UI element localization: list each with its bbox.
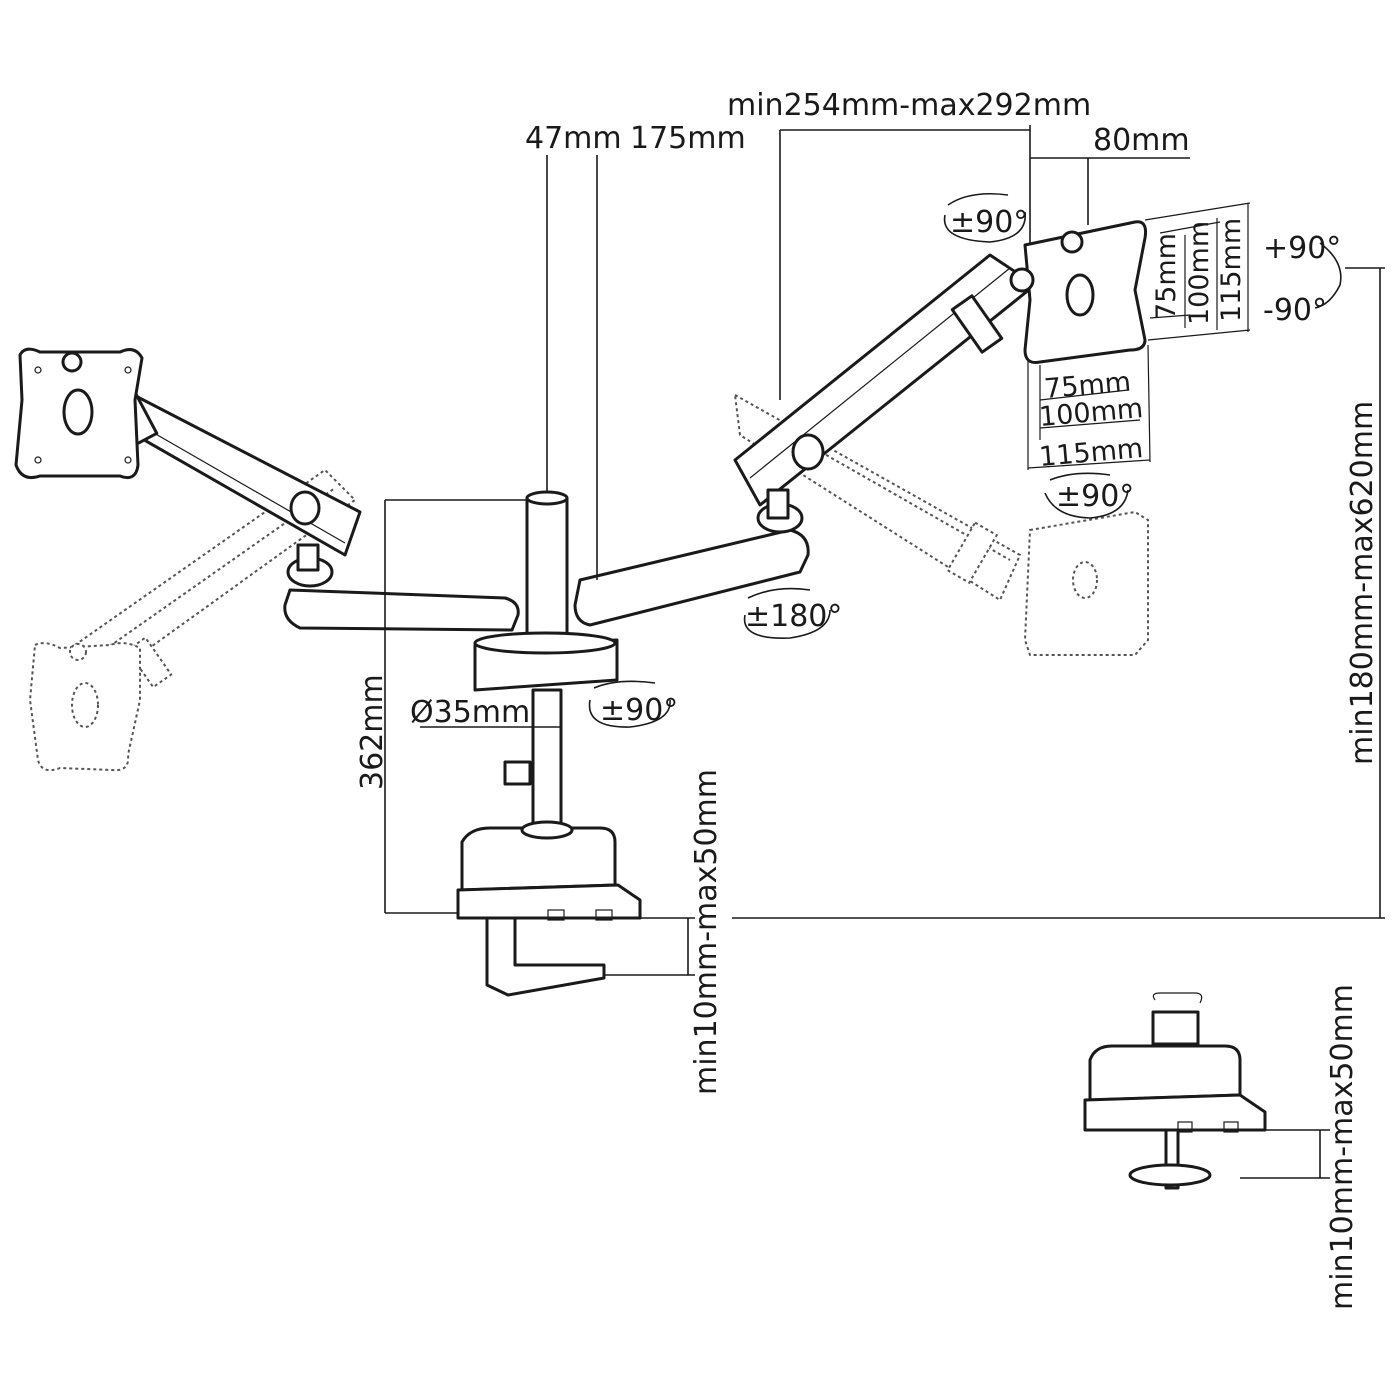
pole-collar xyxy=(473,631,619,692)
pole-offset-label: 47mm xyxy=(525,121,622,156)
vesa-horizontal-115-label: 115mm xyxy=(1038,433,1144,473)
grommet-mount-detail xyxy=(1083,992,1330,1190)
ghost-right-monitor-plate xyxy=(1023,510,1149,656)
arm-span-label: 175mm xyxy=(630,121,746,156)
grommet-range-label: min10mm-max50mm xyxy=(1325,984,1360,1310)
base-rotation-label: ±90° xyxy=(600,693,678,728)
pole-diameter-label: Ø35mm xyxy=(410,695,530,730)
vesa-horizontal-75-label: 75mm xyxy=(1043,367,1132,405)
tilt-down-label: -90° xyxy=(1263,293,1327,328)
arm-rotation-label: ±180° xyxy=(745,599,842,634)
rotation-label: ±90° xyxy=(1056,479,1134,514)
vesa-vertical-100-label: 100mm xyxy=(1184,221,1215,325)
arm-extension-label: min254mm-max292mm xyxy=(727,88,1091,123)
tilt-offset-label: 80mm xyxy=(1093,123,1190,158)
vesa-vertical-115-label: 115mm xyxy=(1216,218,1247,322)
vesa-vertical-75-label: 75mm xyxy=(1151,233,1182,320)
right-vesa-plate xyxy=(1009,220,1147,364)
ghost-left-monitor-plate xyxy=(28,642,141,772)
dimension-lines xyxy=(384,125,1385,976)
swivel-top-label: ±90° xyxy=(950,205,1028,240)
pole-height-label: 362mm xyxy=(355,674,390,790)
height-range-label: min180mm-max620mm xyxy=(1345,401,1380,765)
desk-clamp xyxy=(456,820,642,997)
left-lower-arm xyxy=(283,543,520,632)
right-upper-arm xyxy=(733,253,1037,507)
left-vesa-plate xyxy=(14,347,144,480)
right-lower-arm xyxy=(573,488,810,627)
clamp-range-label: min10mm-max50mm xyxy=(689,769,724,1095)
tilt-up-label: +90° xyxy=(1263,231,1341,266)
rotation-arrows xyxy=(588,192,1342,728)
